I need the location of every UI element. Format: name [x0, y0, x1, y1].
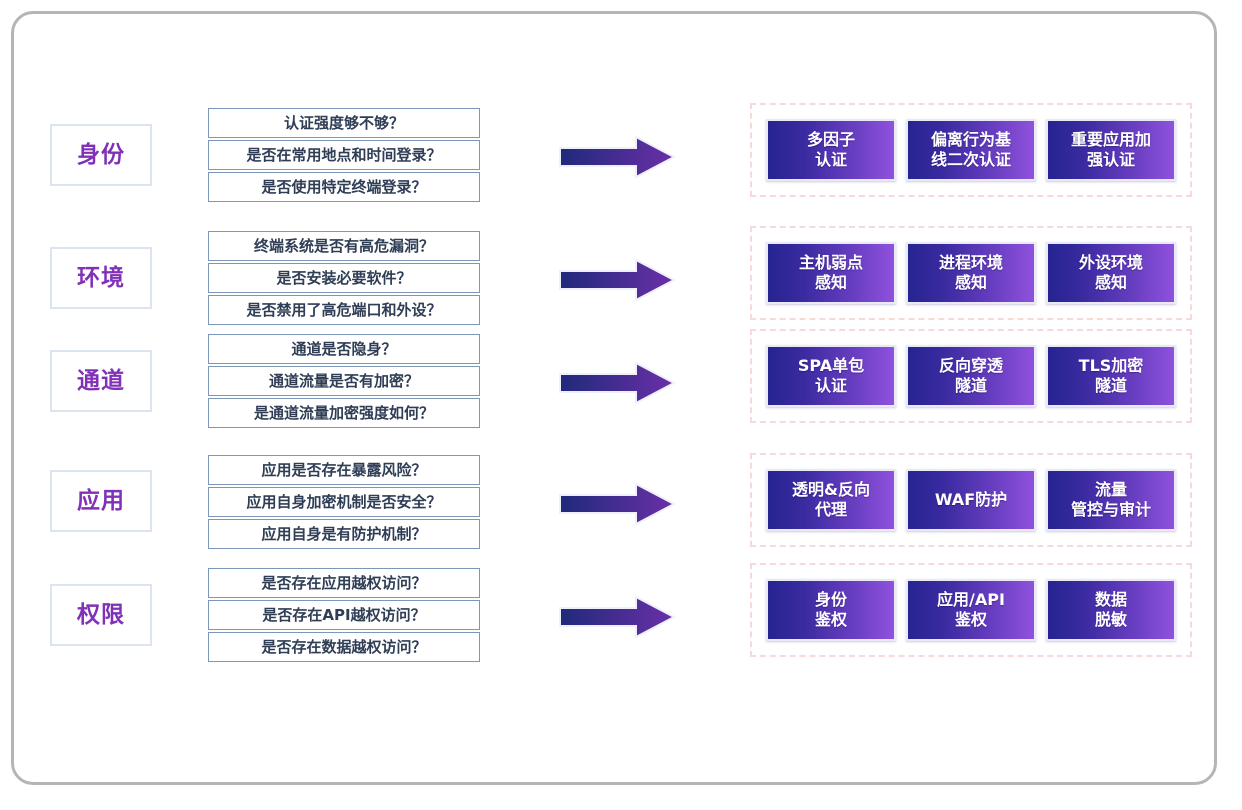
flow-arrow-permission	[558, 595, 678, 639]
flow-arrow-channel	[558, 361, 678, 405]
capability-text: WAF防护	[934, 490, 1008, 509]
question-box[interactable]: 认证强度够不够？	[208, 108, 480, 138]
category-label-text: 通道	[77, 367, 125, 394]
question-box[interactable]: 是否存在数据越权访问？	[208, 632, 480, 662]
flow-arrow-application	[558, 482, 678, 526]
question-box[interactable]: 应用是否存在暴露风险？	[208, 455, 480, 485]
capability-box[interactable]: 数据 脱敏	[1046, 579, 1176, 641]
capability-group-channel: SPA单包 认证 反向穿透 隧道 TLS加密 隧道	[750, 329, 1192, 423]
capability-box[interactable]: TLS加密 隧道	[1046, 345, 1176, 407]
capability-box[interactable]: 流量 管控与审计	[1046, 469, 1176, 531]
capability-box[interactable]: 主机弱点 感知	[766, 242, 896, 304]
capability-group-identity: 多因子 认证 偏离行为基 线二次认证 重要应用加 强认证	[750, 103, 1192, 197]
capability-box[interactable]: 重要应用加 强认证	[1046, 119, 1176, 181]
capability-text: 进程环境 感知	[938, 253, 1003, 292]
question-text: 认证强度够不够？	[283, 113, 404, 132]
question-stack-identity: 认证强度够不够？ 是否在常用地点和时间登录？ 是否使用特定终端登录？	[208, 108, 480, 202]
capability-box[interactable]: 进程环境 感知	[906, 242, 1036, 304]
category-label-text: 权限	[77, 601, 125, 628]
question-text: 通道是否隐身？	[291, 339, 397, 358]
capability-box[interactable]: SPA单包 认证	[766, 345, 896, 407]
question-box[interactable]: 通道是否隐身？	[208, 334, 480, 364]
capability-text: 身份 鉴权	[814, 590, 847, 629]
question-stack-permission: 是否存在应用越权访问？ 是否存在API越权访问？ 是否存在数据越权访问？	[208, 568, 480, 662]
question-box[interactable]: 应用自身是有防护机制？	[208, 519, 480, 549]
capability-group-permission: 身份 鉴权 应用/API 鉴权 数据 脱敏	[750, 563, 1192, 657]
question-box[interactable]: 是通道流量加密强度如何？	[208, 398, 480, 428]
category-label-permission[interactable]: 权限	[50, 584, 152, 646]
capability-group-application: 透明&反向 代理 WAF防护 流量 管控与审计	[750, 453, 1192, 547]
question-box[interactable]: 是否禁用了高危端口和外设？	[208, 295, 480, 325]
question-box[interactable]: 是否使用特定终端登录？	[208, 172, 480, 202]
question-box[interactable]: 应用自身加密机制是否安全？	[208, 487, 480, 517]
right-block-arrow-icon	[559, 135, 677, 179]
category-label-text: 应用	[77, 487, 125, 514]
question-box[interactable]: 终端系统是否有高危漏洞？	[208, 231, 480, 261]
question-text: 是否存在数据越权访问？	[261, 637, 427, 656]
right-block-arrow-icon	[559, 258, 677, 302]
question-text: 应用自身加密机制是否安全？	[246, 492, 442, 511]
question-stack-application: 应用是否存在暴露风险？ 应用自身加密机制是否安全？ 应用自身是有防护机制？	[208, 455, 480, 549]
capability-box[interactable]: 外设环境 感知	[1046, 242, 1176, 304]
question-text: 是否存在应用越权访问？	[261, 573, 427, 592]
capability-text: 数据 脱敏	[1094, 590, 1127, 629]
question-text: 是通道流量加密强度如何？	[253, 403, 434, 422]
question-text: 是否使用特定终端登录？	[261, 177, 427, 196]
category-label-channel[interactable]: 通道	[50, 350, 152, 412]
question-text: 应用自身是有防护机制？	[261, 524, 427, 543]
question-text: 是否安装必要软件？	[276, 268, 412, 287]
question-text: 是否存在API越权访问？	[262, 605, 426, 624]
question-box[interactable]: 通道流量是否有加密？	[208, 366, 480, 396]
question-stack-channel: 通道是否隐身？ 通道流量是否有加密？ 是通道流量加密强度如何？	[208, 334, 480, 428]
right-block-arrow-icon	[559, 595, 677, 639]
category-label-text: 身份	[77, 141, 125, 168]
capability-text: 偏离行为基 线二次认证	[930, 130, 1011, 169]
capability-text: 应用/API 鉴权	[937, 590, 1005, 629]
capability-text: SPA单包 认证	[797, 356, 865, 395]
question-text: 应用是否存在暴露风险？	[261, 460, 427, 479]
capability-text: 外设环境 感知	[1078, 253, 1143, 292]
category-label-application[interactable]: 应用	[50, 470, 152, 532]
capability-box[interactable]: 身份 鉴权	[766, 579, 896, 641]
capability-text: 多因子 认证	[806, 130, 855, 169]
capability-text: 重要应用加 强认证	[1070, 130, 1151, 169]
question-stack-environment: 终端系统是否有高危漏洞？ 是否安装必要软件？ 是否禁用了高危端口和外设？	[208, 231, 480, 325]
question-box[interactable]: 是否安装必要软件？	[208, 263, 480, 293]
question-box[interactable]: 是否在常用地点和时间登录？	[208, 140, 480, 170]
right-block-arrow-icon	[559, 361, 677, 405]
category-label-identity[interactable]: 身份	[50, 124, 152, 186]
capability-group-environment: 主机弱点 感知 进程环境 感知 外设环境 感知	[750, 226, 1192, 320]
question-text: 是否在常用地点和时间登录？	[246, 145, 442, 164]
category-label-text: 环境	[77, 264, 125, 291]
question-text: 终端系统是否有高危漏洞？	[253, 236, 434, 255]
capability-text: 流量 管控与审计	[1070, 480, 1151, 519]
capability-text: 透明&反向 代理	[792, 480, 870, 519]
capability-box[interactable]: 透明&反向 代理	[766, 469, 896, 531]
category-label-environment[interactable]: 环境	[50, 247, 152, 309]
capability-box[interactable]: WAF防护	[906, 469, 1036, 531]
question-text: 通道流量是否有加密？	[268, 371, 419, 390]
right-block-arrow-icon	[559, 482, 677, 526]
flow-arrow-environment	[558, 258, 678, 302]
capability-box[interactable]: 偏离行为基 线二次认证	[906, 119, 1036, 181]
question-box[interactable]: 是否存在API越权访问？	[208, 600, 480, 630]
capability-box[interactable]: 反向穿透 隧道	[906, 345, 1036, 407]
capability-text: 反向穿透 隧道	[938, 356, 1003, 395]
flow-arrow-identity	[558, 135, 678, 179]
capability-text: TLS加密 隧道	[1078, 356, 1144, 395]
question-text: 是否禁用了高危端口和外设？	[246, 300, 442, 319]
capability-box[interactable]: 应用/API 鉴权	[906, 579, 1036, 641]
capability-box[interactable]: 多因子 认证	[766, 119, 896, 181]
question-box[interactable]: 是否存在应用越权访问？	[208, 568, 480, 598]
capability-text: 主机弱点 感知	[798, 253, 863, 292]
